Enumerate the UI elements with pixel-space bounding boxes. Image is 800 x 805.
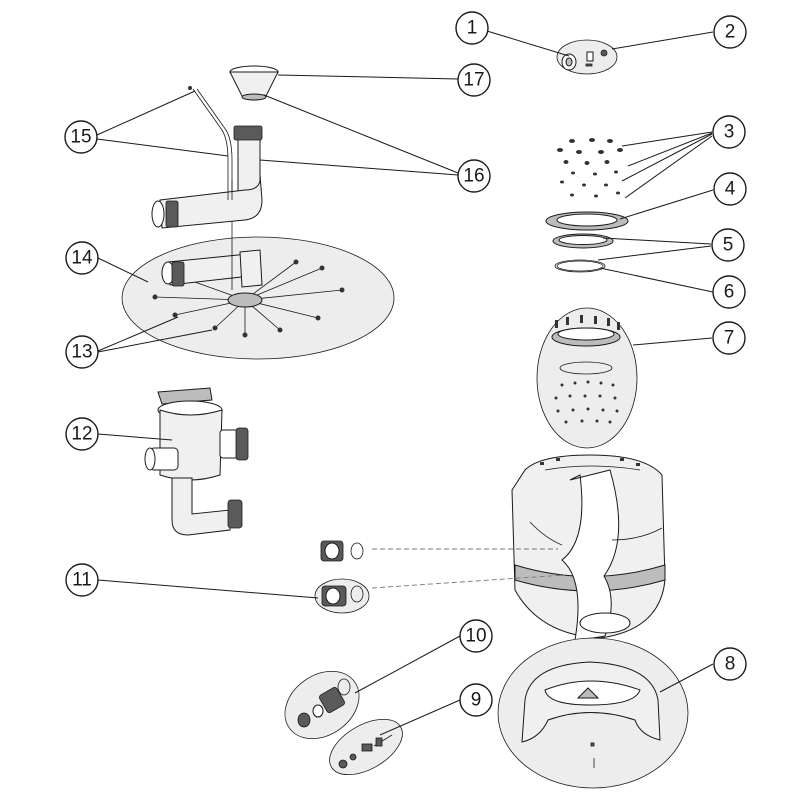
callout-13: 13 [65, 335, 99, 369]
part-12-multiport-valve [144, 387, 249, 536]
callout-2: 2 [713, 15, 747, 49]
callout-9-label: 9 [471, 690, 482, 711]
part-1-2-fittings [556, 39, 618, 75]
callout-5-label: 5 [723, 235, 734, 256]
callout-3-label: 3 [724, 122, 735, 143]
callout-7-label: 7 [724, 328, 735, 349]
part-11-union-kit [314, 578, 370, 614]
assembly-line-lower [371, 574, 566, 589]
callout-13-label: 13 [71, 342, 92, 363]
part-2-screw [586, 51, 594, 62]
callout-10-label: 10 [465, 626, 486, 647]
callout-6-label: 6 [724, 282, 735, 303]
part-3-nozzle-set [557, 138, 623, 198]
callout-16: 16 [457, 159, 491, 193]
callout-1: 1 [455, 11, 489, 45]
callout-17-label: 17 [463, 70, 484, 91]
callout-5: 5 [711, 228, 745, 262]
part-10-drain-kit [284, 670, 360, 740]
callout-8: 8 [713, 647, 747, 681]
callout-10: 10 [459, 619, 493, 653]
tank-union-upper [320, 540, 364, 562]
part-4-flange [545, 211, 629, 231]
part-16-upper-pipe [151, 125, 263, 290]
callout-9: 9 [459, 683, 493, 717]
leader-lines [96, 30, 714, 736]
callout-6: 6 [712, 275, 746, 309]
callout-15-label: 15 [70, 127, 91, 148]
part-7-collar-kit [536, 307, 638, 449]
callout-16-label: 16 [463, 166, 484, 187]
callout-2-label: 2 [725, 22, 736, 43]
part-8-base [497, 637, 689, 789]
part-2-nut [600, 49, 608, 57]
part-6-o-ring [554, 259, 606, 273]
callout-3: 3 [712, 115, 746, 149]
filter-tank-body [511, 454, 666, 641]
callout-8-label: 8 [725, 654, 736, 675]
callout-7: 7 [712, 321, 746, 355]
part-2-washer [585, 63, 593, 67]
callout-4-label: 4 [725, 179, 736, 200]
callout-1-label: 1 [467, 18, 478, 39]
callout-17: 17 [457, 63, 491, 97]
part-5-cover [552, 233, 614, 249]
part-17-diffuser [229, 65, 279, 101]
callout-4: 4 [713, 172, 747, 206]
callout-14: 14 [65, 241, 99, 275]
part-14-lateral-assembly [121, 236, 395, 360]
callout-15: 15 [64, 120, 98, 154]
callout-11: 11 [65, 563, 99, 597]
callout-14-label: 14 [71, 248, 93, 269]
callout-12-label: 12 [71, 424, 92, 445]
callout-11-label: 11 [72, 570, 92, 591]
part-15-air-vent [188, 86, 233, 200]
callout-12: 12 [65, 417, 99, 451]
part-1-plug-core [565, 57, 573, 67]
